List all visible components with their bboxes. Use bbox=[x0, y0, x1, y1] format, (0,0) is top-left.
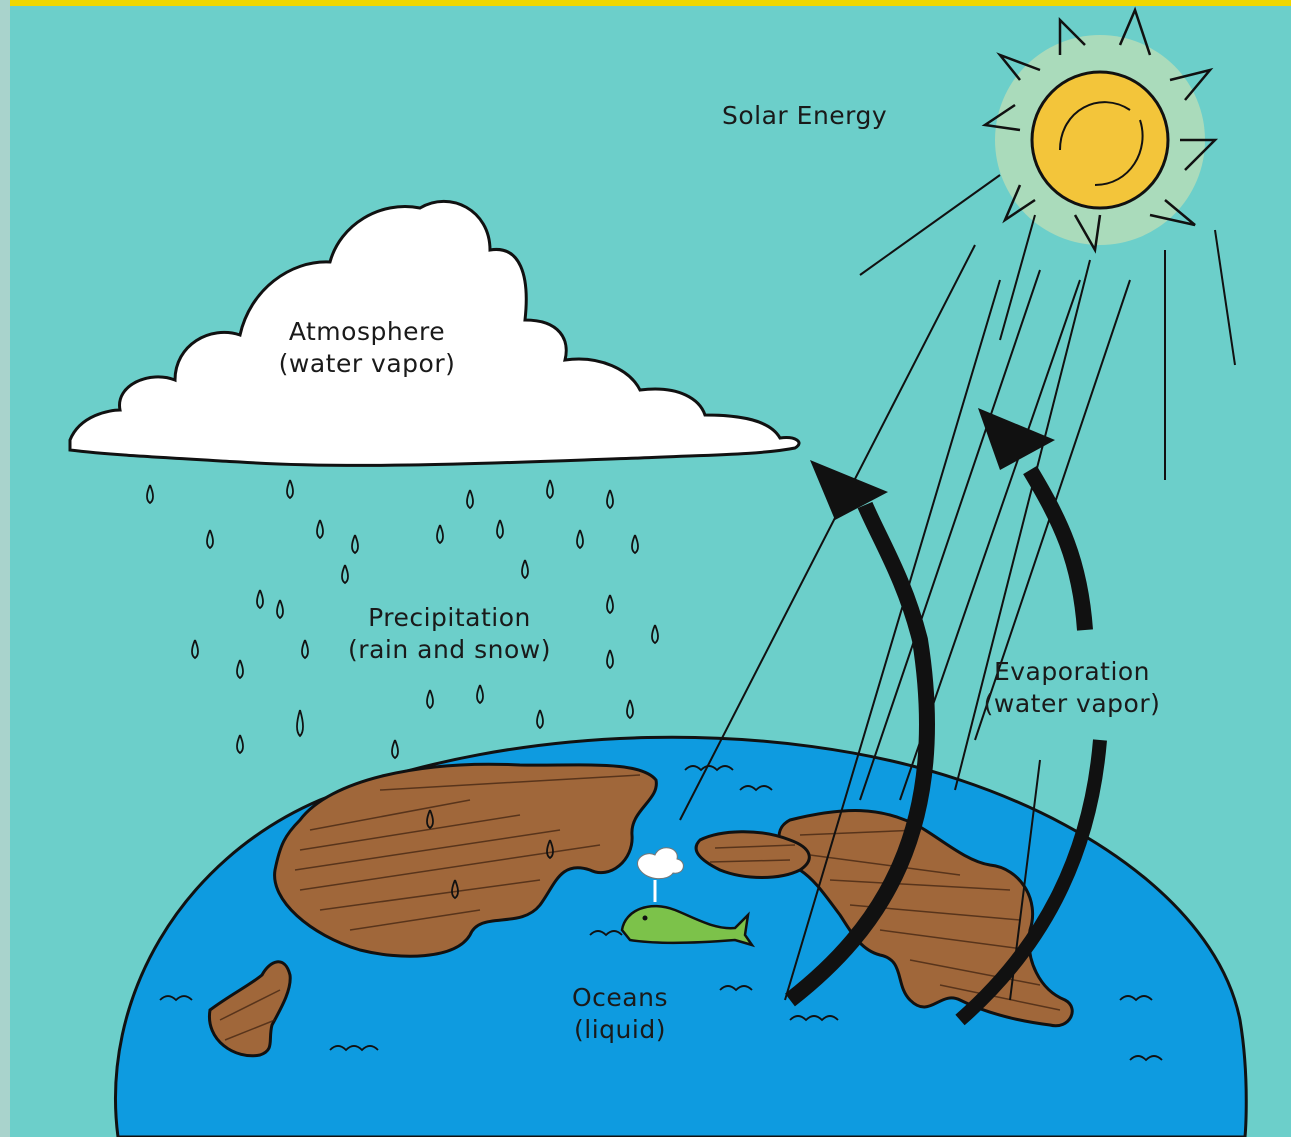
island-middle bbox=[694, 830, 811, 879]
evaporation-title: Evaporation bbox=[993, 657, 1151, 686]
cloud-icon bbox=[68, 199, 801, 467]
whale-icon bbox=[620, 847, 756, 948]
evaporation-label: Evaporation (water vapor) bbox=[972, 656, 1172, 720]
precipitation-label: Precipitation (rain and snow) bbox=[322, 602, 577, 666]
solar-energy-text: Solar Energy bbox=[722, 101, 888, 130]
atmosphere-title: Atmosphere bbox=[288, 317, 446, 346]
land-hatching bbox=[219, 774, 1061, 1041]
oceans-subtitle: (liquid) bbox=[574, 1015, 666, 1044]
oceans-title: Oceans bbox=[572, 983, 668, 1012]
atmosphere-label: Atmosphere (water vapor) bbox=[262, 316, 472, 380]
solar-energy-label: Solar Energy bbox=[722, 100, 887, 132]
continent-left bbox=[273, 762, 658, 958]
evaporation-subtitle: (water vapor) bbox=[983, 689, 1161, 718]
top-frame-border bbox=[0, 0, 1291, 6]
rain-drops bbox=[146, 479, 659, 900]
island-southwest bbox=[208, 960, 292, 1058]
precipitation-subtitle: (rain and snow) bbox=[348, 635, 551, 664]
precipitation-title: Precipitation bbox=[368, 603, 531, 632]
evaporation-arrow-icon bbox=[785, 408, 1107, 1026]
ocean-waves bbox=[159, 765, 1163, 1062]
sun-icon bbox=[981, 6, 1219, 254]
oceans-label: Oceans (liquid) bbox=[550, 982, 690, 1046]
atmosphere-subtitle: (water vapor) bbox=[278, 349, 456, 378]
left-frame-border bbox=[0, 0, 10, 1137]
